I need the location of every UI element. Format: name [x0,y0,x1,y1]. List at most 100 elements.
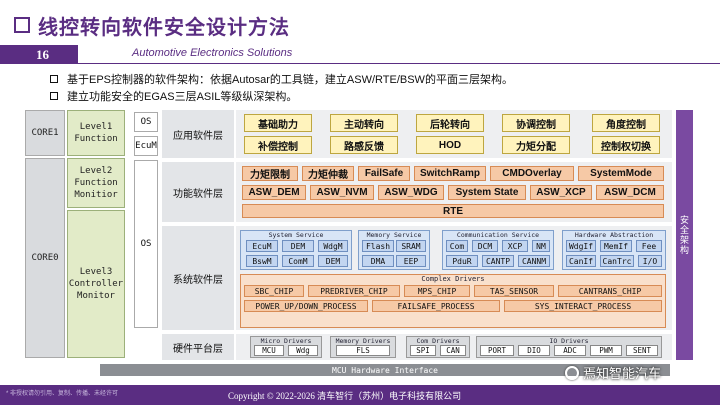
hw-cell: MCU [254,345,284,356]
app-box: 协调控制 [502,114,570,132]
bullet-text: 基于EPS控制器的软件架构：依据Autosar的工具链，建立ASW/RTE/BS… [67,74,513,86]
sys-cell: CANNM [518,255,550,267]
hw-cell: Wdg [288,345,318,356]
ecum-box: EcuM [134,136,158,156]
level3-box: Level3 Controller Monitor [67,210,125,358]
sys-cell: SRAM [396,240,426,252]
func-box: System State [448,185,526,200]
bullet-square-icon [50,75,58,83]
app-box: 后轮转向 [416,114,484,132]
level2-box: Level2 Function Monitior [67,158,125,208]
func-box: ASW_WDG [378,185,444,200]
bullet-item: 基于EPS控制器的软件架构：依据Autosar的工具链，建立ASW/RTE/BS… [50,71,513,87]
func-box: SwitchRamp [414,166,486,181]
watermark-text: 焉知智能汽车 [583,366,662,381]
os-top-box: OS [134,112,158,132]
sys-cell: XCP [502,240,528,252]
sys-layer-label: 系统软件层 [162,226,234,330]
complex-driver-cell: POWER_UP/DOWN_PROCESS [244,300,368,312]
sys-cell: Com [446,240,468,252]
sys-cell: WdgIf [566,240,596,252]
func-box: ASW_DEM [242,185,306,200]
sys-cell: ComM [282,255,314,267]
complex-driver-cell: CANTRANS_CHIP [558,285,662,297]
complex-driver-cell: MPS_CHIP [404,285,470,297]
group-title: Hardware Abstraction [574,231,654,239]
sys-cell: Flash [362,240,394,252]
app-box: 路感反馈 [330,136,398,154]
func-box: ASW_DCM [596,185,664,200]
sys-cell: CANTP [482,255,514,267]
sys-cell: CanIf [566,255,596,267]
app-box: 基础助力 [244,114,312,132]
complex-driver-cell: SYS_INTERACT_PROCESS [504,300,662,312]
hw-layer-label: 硬件平台层 [162,334,234,360]
app-box: 角度控制 [592,114,660,132]
app-box: 力矩分配 [502,136,570,154]
app-box: 补偿控制 [244,136,312,154]
sys-cell: MemIf [600,240,632,252]
hw-cell: FLS [336,345,390,356]
group-title: Memory Service [366,231,422,239]
sys-cell: CanTrc [600,255,634,267]
group-title: Communication Service [456,231,540,239]
func-box: FailSafe [358,166,410,181]
watermark: 焉知智能汽车 [565,363,661,382]
hw-cell: PWM [590,345,622,356]
group-title: IO Drivers [549,337,589,345]
hw-cell: CAN [440,345,466,356]
app-layer-label: 应用软件层 [162,110,234,158]
app-box: HOD [416,136,484,154]
sys-cell: PduR [446,255,478,267]
group-title: System Service [268,231,324,239]
sys-cell: DMA [362,255,394,267]
hw-cell: ADC [554,345,586,356]
rte-box: RTE [242,204,664,218]
group-title: Complex Drivers [421,275,485,283]
sys-cell: Fee [636,240,662,252]
complex-driver-cell: SBC_CHIP [244,285,304,297]
wechat-logo-icon [565,365,579,380]
os-main-box: OS [134,160,158,328]
func-box: SystemMode [578,166,664,181]
complex-driver-cell: PREDRIVER_CHIP [308,285,400,297]
footer-copyright: Copyright © 2022-2026 清车智行（苏州）电子科技有限公司 [228,391,462,401]
func-box: ASW_XCP [530,185,592,200]
level1-box: Level1 Function [67,110,125,156]
header-divider [78,63,720,64]
bullet-square-icon [50,92,58,100]
title-row: 线控转向软件安全设计方法 [14,10,290,40]
app-box: 控制权切换 [592,136,660,154]
sys-cell: EcuM [246,240,278,252]
sys-cell: EEP [396,255,426,267]
footer-note: * 非授权请勿引用、复制、传播、未经许可 [6,391,119,397]
func-box: ASW_NVM [310,185,374,200]
sys-cell: DEM [282,240,314,252]
func-box: 力矩限制 [242,166,298,181]
slide-number: 16 [0,45,78,64]
group-title: Memory Drivers [335,337,391,345]
app-box: 主动转向 [330,114,398,132]
func-layer-label: 功能软件层 [162,162,234,222]
sys-cell: I/O [638,255,662,267]
hw-cell: SENT [626,345,658,356]
hw-cell: DIO [518,345,550,356]
hw-cell: SPI [410,345,436,356]
sys-cell: BswM [246,255,278,267]
footer-bar [0,385,720,405]
bullet-text: 建立功能安全的EGAS三层ASIL等级纵深架构。 [67,91,298,103]
func-box: 力矩仲裁 [302,166,354,181]
title-square-icon [14,17,30,33]
safety-architecture-bar: 安全架构 [676,110,693,360]
sys-cell: DEM [318,255,348,267]
group-title: Micro Drivers [260,337,312,345]
complex-driver-cell: FAILSAFE_PROCESS [372,300,500,312]
page-title: 线控转向软件安全设计方法 [38,16,290,39]
hw-cell: PORT [480,345,514,356]
core0-box: CORE0 [25,158,65,358]
func-box: CMDOverlay [490,166,574,181]
complex-driver-cell: TAS_SENSOR [474,285,554,297]
group-title: Com Drivers [416,337,460,345]
sys-cell: NM [532,240,550,252]
mcu-hardware-interface-bar: MCU Hardware Interface [100,364,670,376]
